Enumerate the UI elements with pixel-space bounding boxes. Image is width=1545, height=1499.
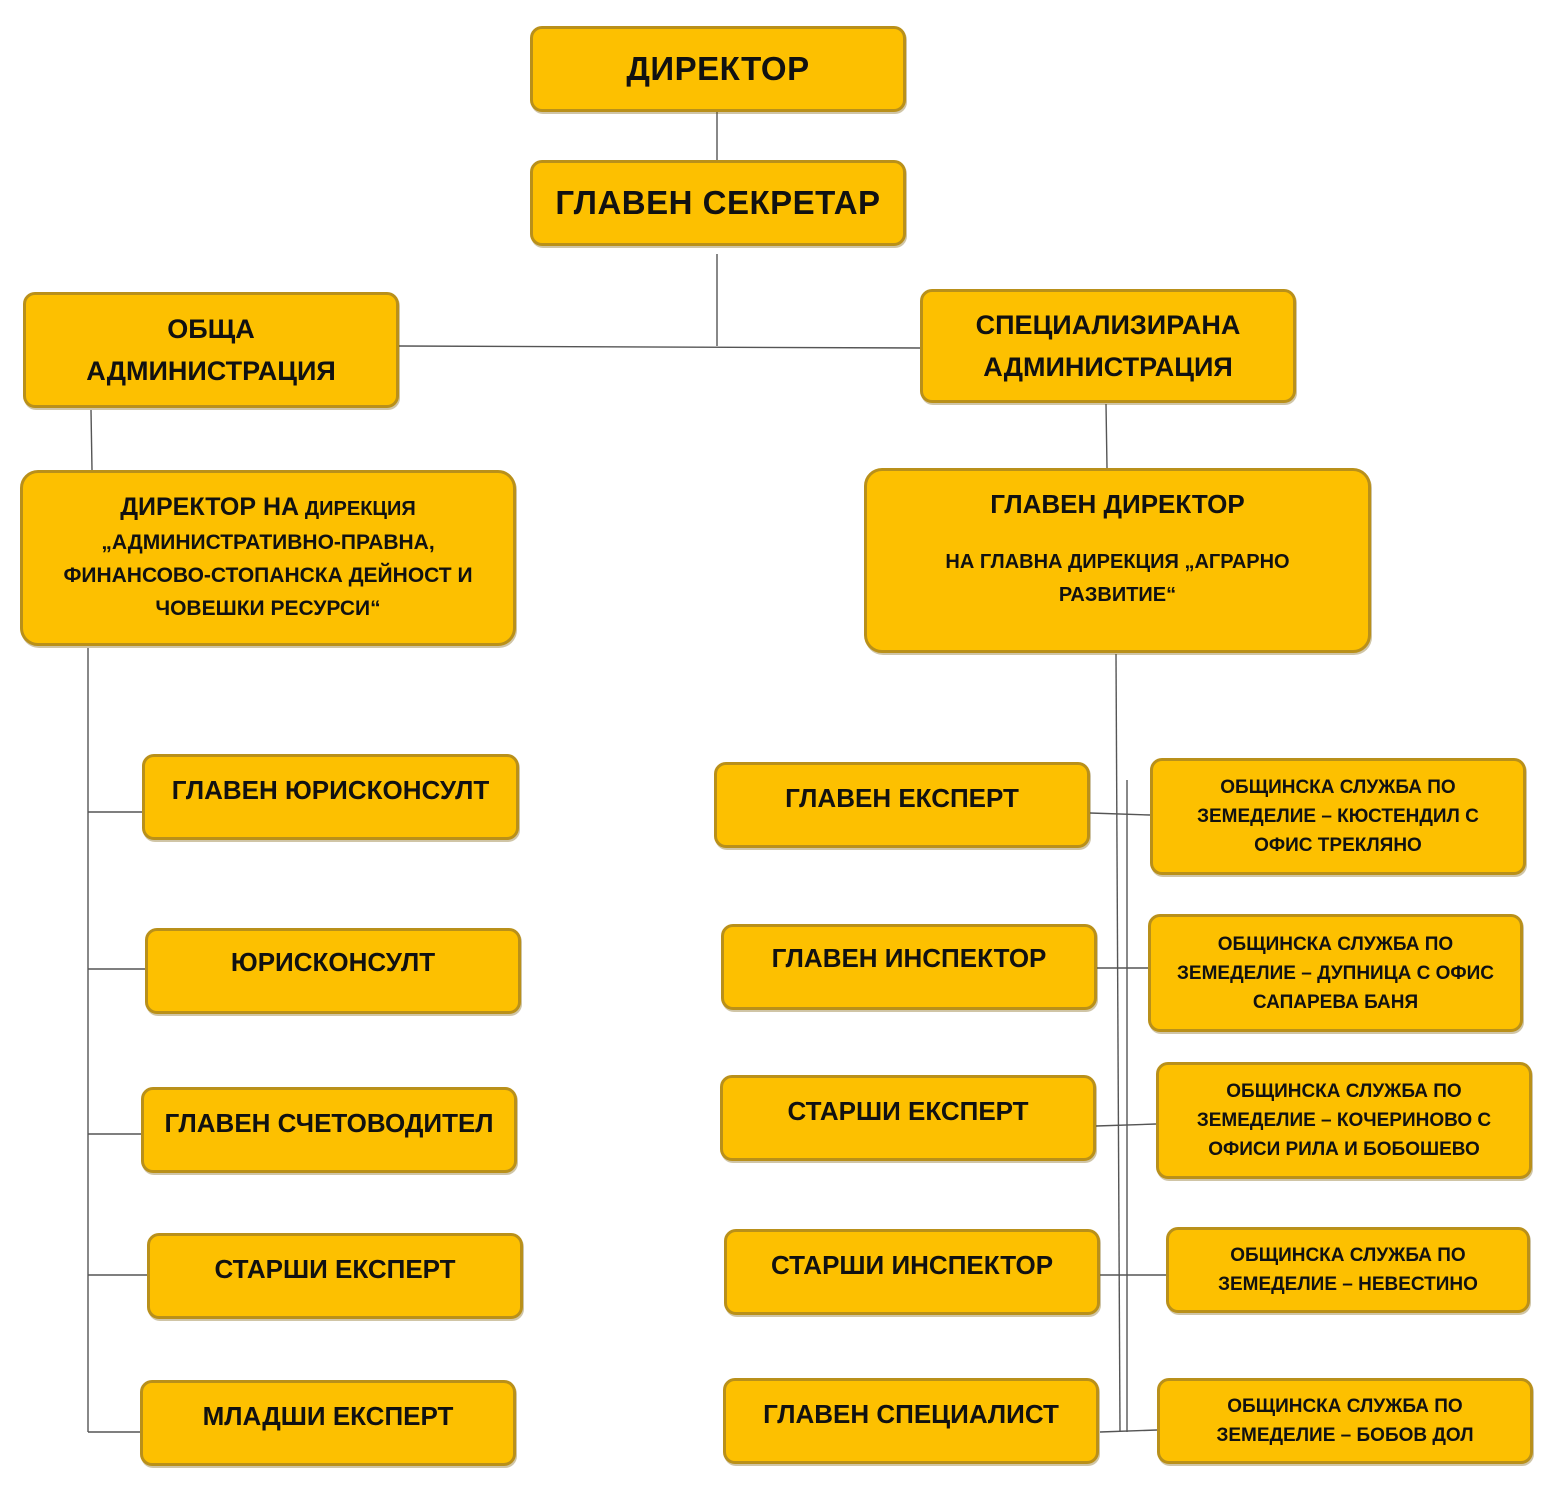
municipal-service-4-line2: ЗЕМЕДЕЛИЕ – НЕВЕСТИНО [1218,1274,1478,1295]
municipal-service-2: ОБЩИНСКА СЛУЖБА ПО ЗЕМЕДЕЛИЕ – ДУПНИЦА С… [1148,914,1523,1032]
general-administration-line1: ОБЩА [167,314,255,344]
chief-secretary-box: ГЛАВЕН СЕКРЕТАР [530,160,906,246]
right-position-4: СТАРШИ ИНСПЕКТОР [724,1229,1100,1315]
right-position-3: СТАРШИ ЕКСПЕРТ [720,1075,1096,1161]
chief-director-title: ГЛАВЕН ДИРЕКТОР [990,489,1245,519]
municipal-service-3-line1: ОБЩИНСКА СЛУЖБА ПО [1226,1081,1462,1102]
general-administration-box: ОБЩА АДМИНИСТРАЦИЯ [23,292,399,408]
municipal-service-5-line1: ОБЩИНСКА СЛУЖБА ПО [1227,1396,1463,1417]
left-position-1: ГЛАВЕН ЮРИСКОНСУЛТ [142,754,519,840]
municipal-service-4: ОБЩИНСКА СЛУЖБА ПО ЗЕМЕДЕЛИЕ – НЕВЕСТИНО [1166,1227,1530,1313]
left-position-2: ЮРИСКОНСУЛТ [145,928,521,1014]
municipal-service-1-line3: ОФИС ТРЕКЛЯНО [1254,835,1422,856]
right-position-1-label: ГЛАВЕН ЕКСПЕРТ [785,783,1019,813]
specialized-administration-line2: АДМИНИСТРАЦИЯ [983,352,1233,382]
directorate-head-line1-small: ДИРЕКЦИЯ [304,498,416,520]
left-position-3: ГЛАВЕН СЧЕТОВОДИТЕЛ [141,1087,517,1173]
connector-specialized-admin-chief-director [1105,403,1108,469]
right-position-2-label: ГЛАВЕН ИНСПЕКТОР [771,943,1047,973]
chief-secretary-label: ГЛАВЕН СЕКРЕТАР [555,184,881,221]
connector-right-3 [1095,1123,1157,1127]
directorate-head-line2: „АДМИНИСТРАТИВНО-ПРАВНА, [101,531,435,554]
directorate-head-line4: ЧОВЕШКИ РЕСУРСИ“ [155,597,381,620]
municipal-service-2-line2: ЗЕМЕДЕЛИЕ – ДУПНИЦА С ОФИС [1177,962,1494,984]
director-box: ДИРЕКТОР [530,26,906,112]
municipal-service-4-line1: ОБЩИНСКА СЛУЖБА ПО [1230,1245,1466,1266]
municipal-service-3-line3: ОФИСИ РИЛА И БОБОШЕВО [1208,1139,1480,1160]
connector-branch-horizontal [398,345,921,349]
specialized-administration-line1: СПЕЦИАЛИЗИРАНА [975,310,1241,340]
left-position-2-label: ЮРИСКОНСУЛТ [230,947,436,977]
right-position-2: ГЛАВЕН ИНСПЕКТОР [721,924,1097,1010]
connector-right-vertical-a [1115,653,1121,1433]
left-position-1-label: ГЛАВЕН ЮРИСКОНСУЛТ [171,775,490,805]
directorate-head-line1: ДИРЕКТОР НА ДИРЕКЦИЯ [120,491,416,526]
connector-right-1 [1089,812,1151,816]
left-position-3-label: ГЛАВЕН СЧЕТОВОДИТЕЛ [164,1108,494,1138]
right-position-4-label: СТАРШИ ИНСПЕКТОР [770,1250,1054,1280]
municipal-service-2-line1: ОБЩИНСКА СЛУЖБА ПО [1217,933,1454,955]
connector-right-5 [1099,1429,1158,1433]
right-position-5: ГЛАВЕН СПЕЦИАЛИСТ [723,1378,1099,1464]
left-position-4-label: СТАРШИ ЕКСПЕРТ [214,1254,456,1284]
directorate-head-line3: ФИНАНСОВО-СТОПАНСКА ДЕЙНОСТ И [63,564,473,587]
municipal-service-1-line1: ОБЩИНСКА СЛУЖБА ПО [1220,777,1456,798]
right-position-3-label: СТАРШИ ЕКСПЕРТ [787,1096,1029,1126]
right-position-5-label: ГЛАВЕН СПЕЦИАЛИСТ [763,1399,1059,1429]
chief-director-line2: НА ГЛАВНА ДИРЕКЦИЯ „АГРАРНО [945,551,1290,573]
municipal-service-1-line2: ЗЕМЕДЕЛИЕ – КЮСТЕНДИЛ С [1197,806,1479,827]
specialized-administration-box: СПЕЦИАЛИЗИРАНА АДМИНИСТРАЦИЯ [920,289,1296,403]
municipal-service-5-line2: ЗЕМЕДЕЛИЕ – БОБОВ ДОЛ [1216,1425,1474,1446]
municipal-service-3: ОБЩИНСКА СЛУЖБА ПО ЗЕМЕДЕЛИЕ – КОЧЕРИНОВ… [1156,1062,1532,1179]
chief-director-box: ГЛАВЕН ДИРЕКТОР НА ГЛАВНА ДИРЕКЦИЯ „АГРА… [864,468,1371,653]
directorate-head-box: ДИРЕКТОР НА ДИРЕКЦИЯ „АДМИНИСТРАТИВНО-ПР… [20,470,516,646]
right-position-1: ГЛАВЕН ЕКСПЕРТ [714,762,1090,848]
left-position-5: МЛАДШИ ЕКСПЕРТ [140,1380,516,1466]
chief-director-subtitle: НА ГЛАВНА ДИРЕКЦИЯ „АГРАРНО РАЗВИТИЕ“ [945,546,1289,612]
directorate-head-line1-main: ДИРЕКТОР НА [120,493,300,521]
general-administration-line2: АДМИНИСТРАЦИЯ [86,356,336,386]
municipal-service-3-line2: ЗЕМЕДЕЛИЕ – КОЧЕРИНОВО С [1196,1110,1492,1131]
municipal-service-1: ОБЩИНСКА СЛУЖБА ПО ЗЕМЕДЕЛИЕ – КЮСТЕНДИЛ… [1150,758,1526,875]
municipal-service-2-line3: САПАРЕВА БАНЯ [1252,991,1419,1013]
left-position-5-label: МЛАДШИ ЕКСПЕРТ [202,1401,454,1431]
director-label: ДИРЕКТОР [626,50,810,87]
connector-general-admin-directorate [90,409,93,471]
chief-director-line3: РАЗВИТИЕ“ [1058,584,1177,606]
left-position-4: СТАРШИ ЕКСПЕРТ [147,1233,523,1319]
municipal-service-5: ОБЩИНСКА СЛУЖБА ПО ЗЕМЕДЕЛИЕ – БОБОВ ДОЛ [1157,1378,1533,1464]
